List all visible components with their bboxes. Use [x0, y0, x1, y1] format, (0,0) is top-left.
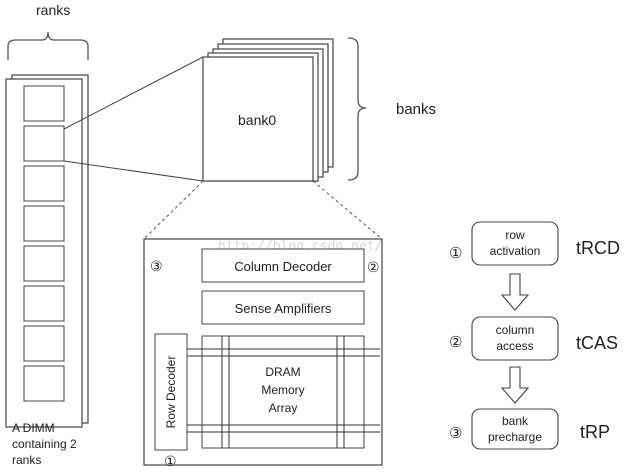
precharge-marker: ③ [150, 258, 163, 274]
row-decoder-label: Row Decoder [164, 356, 178, 429]
dimm-caption-line1: A DIMM [12, 421, 55, 435]
timeline: ① row activation tRCD ② column access tC… [449, 221, 620, 450]
bank-label: bank0 [238, 112, 276, 128]
dram-chip [23, 85, 65, 122]
column-access-line1: column [496, 323, 535, 337]
dimm-caption-line3: ranks [12, 453, 41, 467]
dimm [5, 74, 89, 428]
dram-chip [23, 205, 65, 242]
row-decoder-box [154, 333, 188, 451]
dram-chip [23, 325, 65, 362]
column-decoder-label: Column Decoder [234, 259, 332, 274]
timeline-step-marker: ② [449, 334, 462, 351]
array-label-line1: DRAM [265, 365, 300, 379]
bank-precharge-line1: bank [502, 414, 529, 428]
zoom-line-bottom [63, 160, 204, 182]
bank-detail-box [143, 238, 383, 466]
row-activation-line1: row [505, 228, 525, 242]
ranks-label: ranks [36, 2, 70, 18]
column-decoder-box [201, 248, 365, 283]
bank-stack [202, 38, 334, 182]
column-access-box [471, 316, 559, 361]
dram-chip [23, 125, 65, 162]
dram-chip [23, 365, 65, 402]
column-access-line2: access [496, 339, 533, 353]
dimm-caption-line2: containing 2 [12, 437, 77, 451]
sense-amplifiers-label: Sense Amplifiers [235, 301, 332, 316]
detail-zoom-left [143, 180, 204, 240]
row-activation-box [471, 221, 559, 266]
trcd-label: tRCD [576, 238, 620, 258]
banks-brace [347, 37, 367, 181]
timeline-step-marker: ③ [449, 425, 462, 442]
bank0-box [202, 56, 314, 182]
dram-chip [23, 285, 65, 322]
zoom-line-top [63, 56, 204, 130]
bank-precharge-line2: precharge [488, 430, 542, 444]
detail-zoom-right [312, 180, 383, 240]
row-marker: ① [164, 453, 177, 469]
memory-array-grid [186, 336, 380, 448]
dram-chip [23, 165, 65, 202]
trp-label: tRP [580, 422, 610, 442]
dram-chip [23, 245, 65, 282]
array-label-line3: Array [269, 401, 298, 415]
array-label-line2: Memory [261, 383, 304, 397]
down-arrow-icon [500, 273, 530, 311]
column-marker: ② [367, 259, 380, 275]
bank-precharge-box [471, 408, 559, 450]
banks-label: banks [396, 101, 436, 118]
row-activation-line2: activation [490, 244, 541, 258]
ranks-brace [7, 31, 89, 60]
down-arrow-icon [500, 366, 530, 404]
tcas-label: tCAS [576, 333, 618, 353]
sense-amplifiers-box [201, 290, 365, 325]
timeline-step-marker: ① [449, 245, 462, 262]
